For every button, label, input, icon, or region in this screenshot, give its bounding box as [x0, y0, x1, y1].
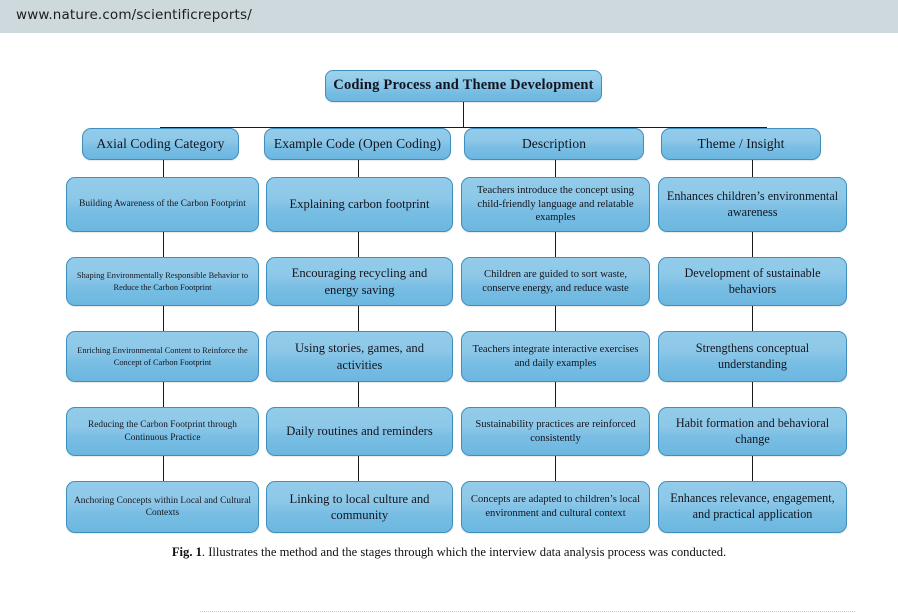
- cell-row3-axial-coding-category[interactable]: Enriching Environmental Content to Reinf…: [66, 331, 259, 382]
- connector-col2-row4-to-row5: [358, 456, 359, 481]
- connector-header-bus: [160, 127, 767, 128]
- connector-col3-row1-to-row2: [555, 232, 556, 257]
- cell-row2-axial-coding-category[interactable]: Shaping Environmentally Responsible Beha…: [66, 257, 259, 306]
- cell-row5-theme-insight[interactable]: Enhances relevance, engagement, and prac…: [658, 481, 847, 533]
- cell-row5-description[interactable]: Concepts are adapted to children’s local…: [461, 481, 650, 533]
- cell-row1-example-code[interactable]: Explaining carbon footprint: [266, 177, 453, 232]
- cell-row2-example-code[interactable]: Encouraging recycling and energy saving: [266, 257, 453, 306]
- connector-col4-header-to-row1: [752, 160, 753, 177]
- connector-col1-row3-to-row4: [163, 382, 164, 407]
- connector-col2-row3-to-row4: [358, 382, 359, 407]
- cell-row2-description[interactable]: Children are guided to sort waste, conse…: [461, 257, 650, 306]
- journal-running-head: www.nature.com/scientificreports/: [0, 0, 898, 33]
- connector-col4-row1-to-row2: [752, 232, 753, 257]
- journal-url: www.nature.com/scientificreports/: [16, 7, 252, 23]
- figure-caption-text: . Illustrates the method and the stages …: [201, 545, 727, 559]
- cell-row4-theme-insight[interactable]: Habit formation and behavioral change: [658, 407, 847, 456]
- connector-col4-row4-to-row5: [752, 456, 753, 481]
- cell-row1-theme-insight[interactable]: Enhances children’s environmental awaren…: [658, 177, 847, 232]
- cell-row4-axial-coding-category[interactable]: Reducing the Carbon Footprint through Co…: [66, 407, 259, 456]
- cell-row3-example-code[interactable]: Using stories, games, and activities: [266, 331, 453, 382]
- cell-row1-axial-coding-category[interactable]: Building Awareness of the Carbon Footpri…: [66, 177, 259, 232]
- flowchart-figure: Coding Process and Theme Development Axi…: [0, 33, 898, 612]
- cell-row3-description[interactable]: Teachers integrate interactive exercises…: [461, 331, 650, 382]
- column-header-axial-coding-category[interactable]: Axial Coding Category: [82, 128, 239, 160]
- column-header-example-code[interactable]: Example Code (Open Coding): [264, 128, 451, 160]
- cell-row5-example-code[interactable]: Linking to local culture and community: [266, 481, 453, 533]
- cell-row2-theme-insight[interactable]: Development of sustainable behaviors: [658, 257, 847, 306]
- connector-col1-row4-to-row5: [163, 456, 164, 481]
- cell-row4-example-code[interactable]: Daily routines and reminders: [266, 407, 453, 456]
- connector-col2-row1-to-row2: [358, 232, 359, 257]
- cell-row1-description[interactable]: Teachers introduce the concept using chi…: [461, 177, 650, 232]
- connector-col1-row2-to-row3: [163, 306, 164, 331]
- connector-col1-row1-to-row2: [163, 232, 164, 257]
- cell-row5-axial-coding-category[interactable]: Anchoring Concepts within Local and Cult…: [66, 481, 259, 533]
- connector-col2-row2-to-row3: [358, 306, 359, 331]
- connector-title-trunk: [463, 102, 464, 127]
- column-header-description[interactable]: Description: [464, 128, 644, 160]
- connector-col4-row2-to-row3: [752, 306, 753, 331]
- flowchart-title-node[interactable]: Coding Process and Theme Development: [325, 70, 602, 102]
- connector-col1-header-to-row1: [163, 160, 164, 177]
- connector-col3-header-to-row1: [555, 160, 556, 177]
- connector-col4-row3-to-row4: [752, 382, 753, 407]
- connector-col3-row4-to-row5: [555, 456, 556, 481]
- figure-caption-label: Fig. 1: [171, 545, 202, 559]
- connector-col3-row3-to-row4: [555, 382, 556, 407]
- cell-row3-theme-insight[interactable]: Strengthens conceptual understanding: [658, 331, 847, 382]
- connector-col3-row2-to-row3: [555, 306, 556, 331]
- figure-caption: Fig. 1. Illustrates the method and the s…: [0, 545, 898, 560]
- cell-row4-description[interactable]: Sustainability practices are reinforced …: [461, 407, 650, 456]
- column-header-theme-insight[interactable]: Theme / Insight: [661, 128, 821, 160]
- connector-col2-header-to-row1: [358, 160, 359, 177]
